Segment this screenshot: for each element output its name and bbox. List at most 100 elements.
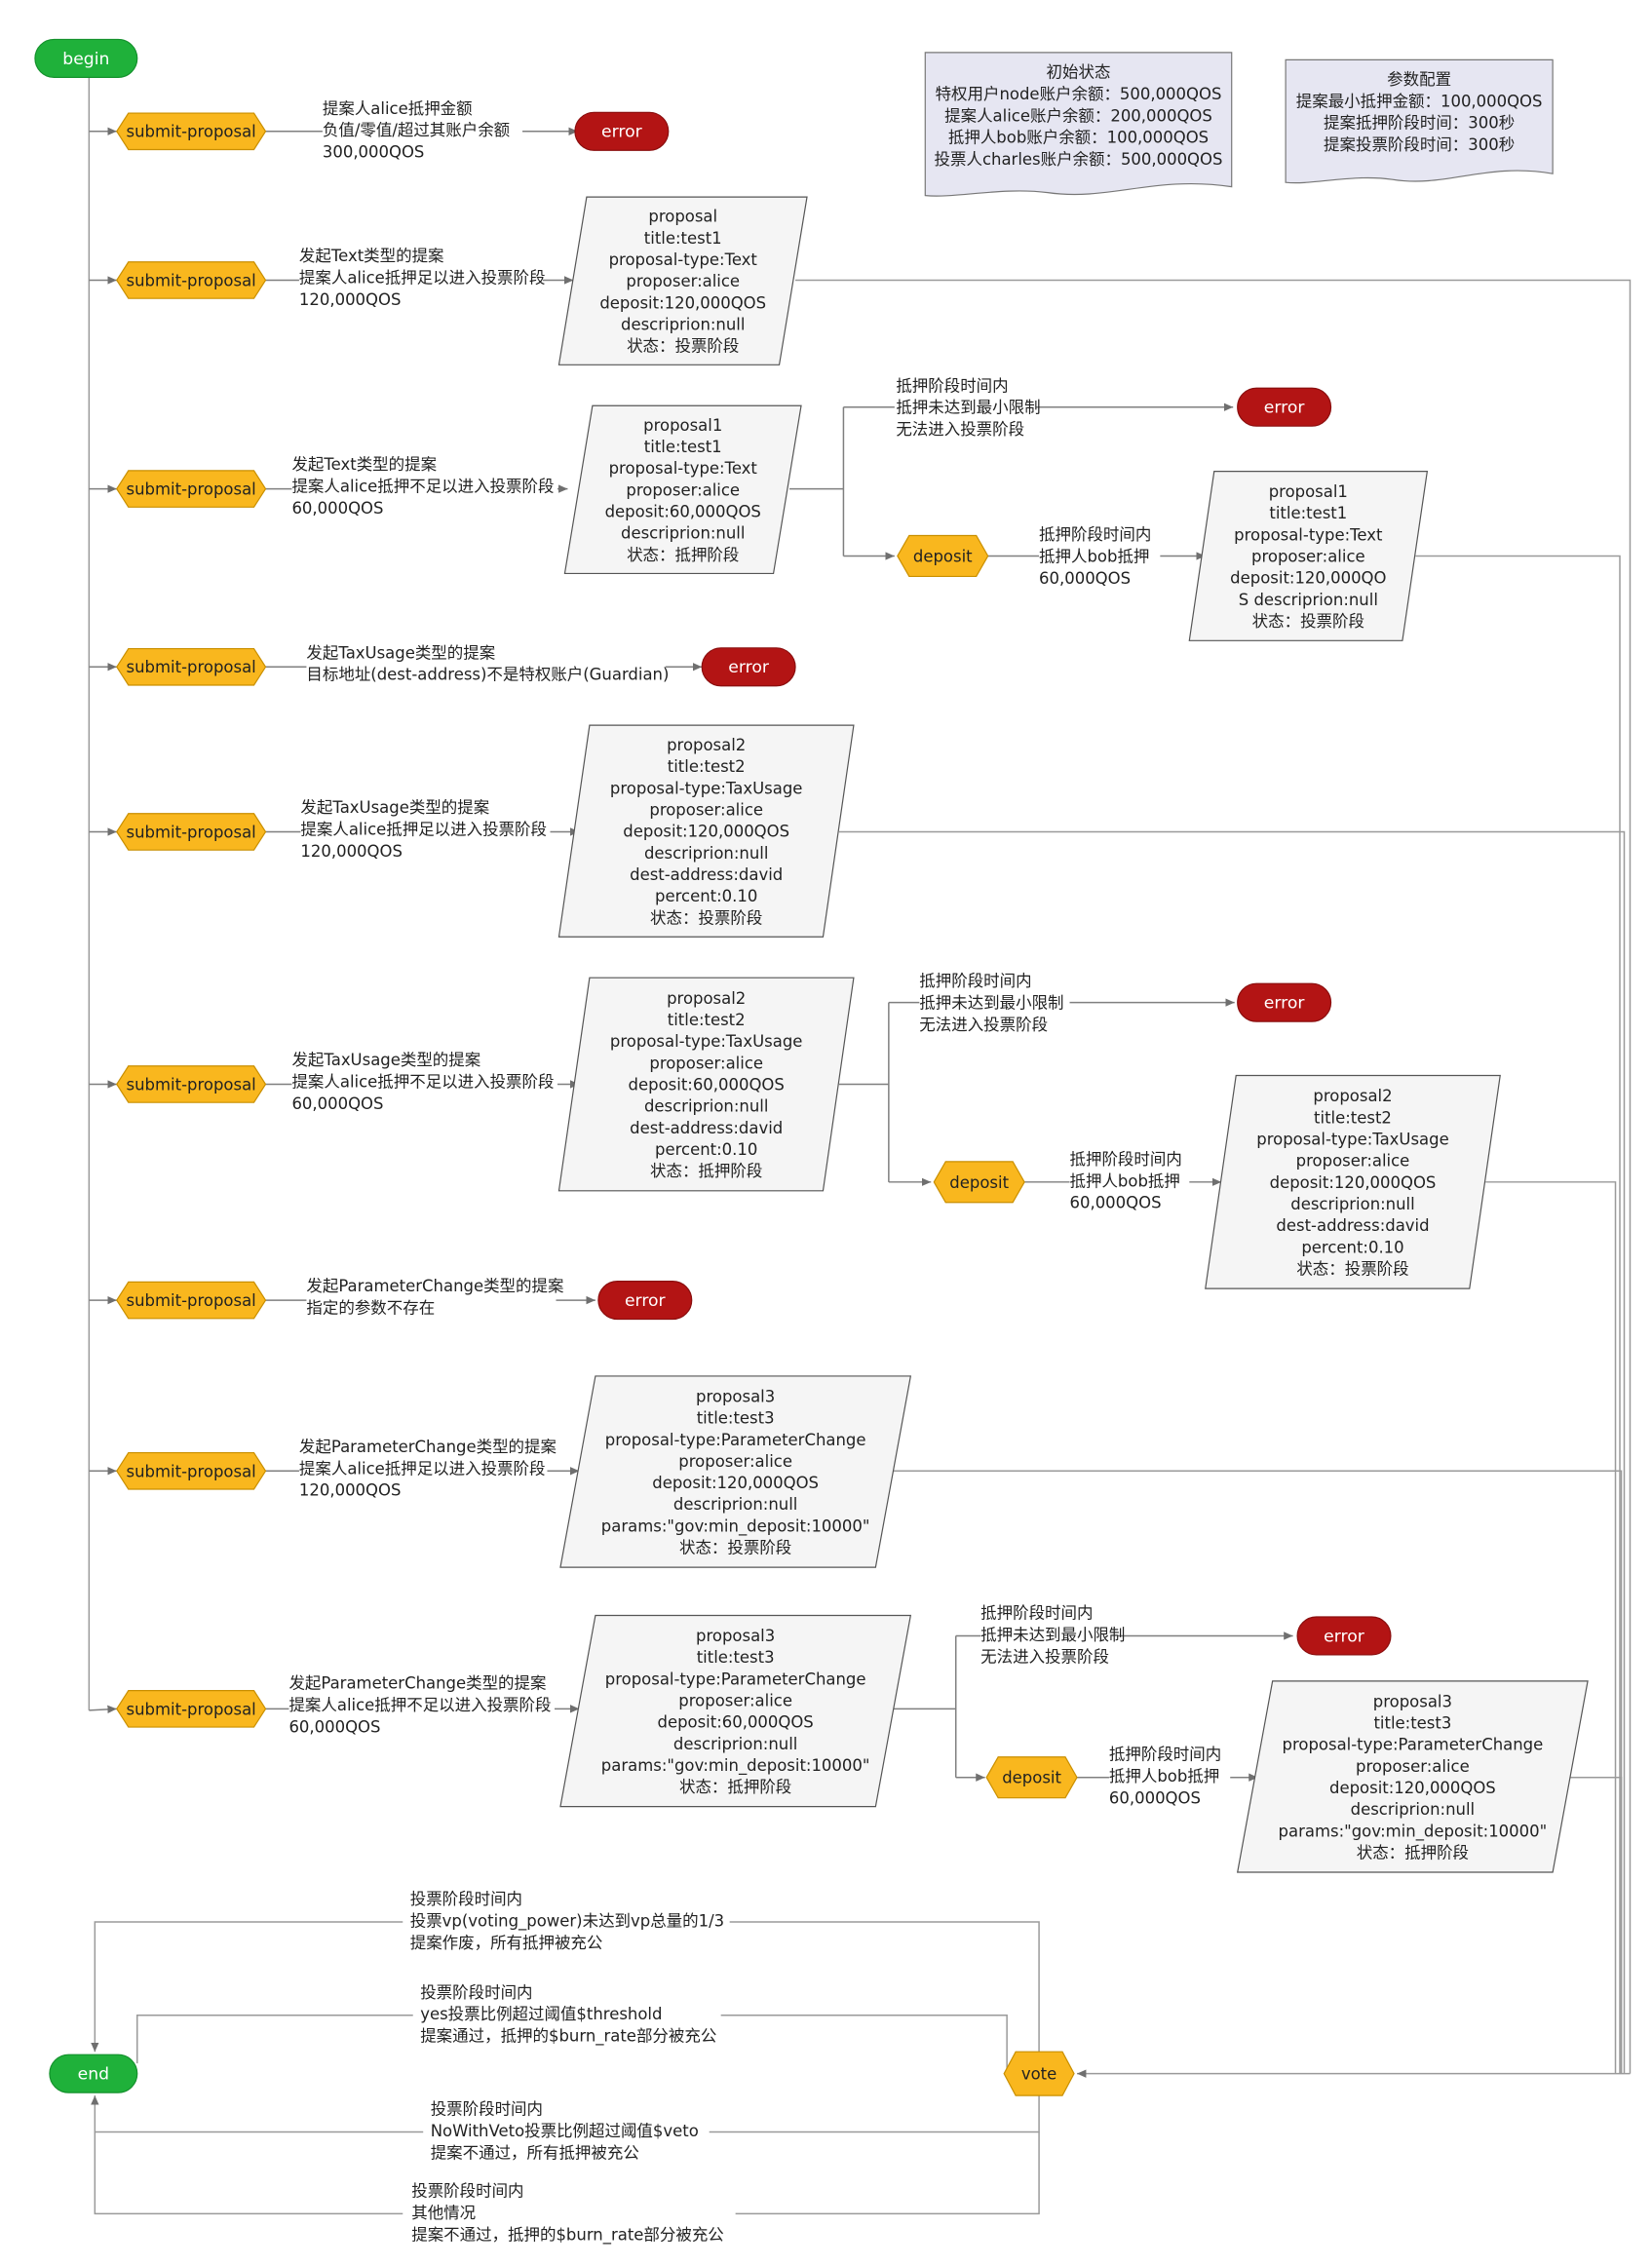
label-7: 发起ParameterChange类型的提案指定的参数不存在: [306, 1277, 563, 1317]
text-line: proposal3: [696, 1627, 775, 1645]
text-line: 300,000QOS: [323, 143, 424, 162]
proposal-param-insufficient: [559, 1614, 912, 1808]
proposal-text-insufficient: [563, 404, 802, 575]
text-line: 抵押阶段时间内: [1070, 1150, 1182, 1169]
outcome-3-edge: [91, 2095, 424, 2133]
text-line: 状态：抵押阶段: [650, 1162, 762, 1180]
text-line: 状态：投票阶段: [679, 1539, 791, 1557]
deposit-6-label: deposit: [949, 1173, 1009, 1192]
to-vote-line-4: [1485, 1181, 1617, 2074]
text-line: title:test3: [1373, 1714, 1451, 1733]
text-line: 状态：投票阶段: [650, 908, 762, 927]
error-3-label: error: [1264, 399, 1306, 418]
submit-proposal-3: [116, 470, 267, 508]
error-1: [574, 111, 670, 151]
text-line: 抵押阶段时间内: [980, 1604, 1093, 1623]
begin-terminal: [34, 38, 138, 78]
text-line: params:"gov:min_deposit:10000": [601, 1516, 870, 1536]
text-line: 提案通过，抵押的$burn_rate部分被充公: [420, 2027, 716, 2047]
text-line: 目标地址(dest-address)不是特权账户(Guardian): [306, 666, 669, 684]
submit-proposal-9: [116, 1690, 267, 1728]
proposal-text-result: [1188, 471, 1429, 641]
text-line: 抵押人bob账户余额：100,000QOS: [948, 129, 1209, 147]
text-line: proposal: [648, 208, 717, 226]
text-line: 负值/零值/超过其账户余额: [323, 121, 510, 139]
text-line: 60,000QOS: [291, 1094, 383, 1113]
text-line: 120,000QOS: [300, 842, 402, 861]
outcome-4-label: 投票阶段时间内其他情况提案不通过，抵押的$burn_rate部分被充公: [411, 2181, 724, 2245]
text-line: descriprion:null: [621, 316, 745, 334]
text-line: descriprion:null: [1351, 1800, 1475, 1819]
to-vote-line-6: [1570, 1776, 1623, 2074]
text-line: 抵押未达到最小限制: [896, 399, 1040, 417]
deposit-9-label: deposit: [1002, 1769, 1061, 1787]
text-line: 抵押阶段时间内: [919, 972, 1031, 990]
fail-label-9: 抵押阶段时间内抵押未达到最小限制无法进入投票阶段: [980, 1604, 1125, 1667]
text-line: percent:0.10: [655, 1140, 757, 1159]
text-line: 发起TaxUsage类型的提案: [306, 643, 495, 662]
text-line: 提案投票阶段时间：300秒: [1324, 135, 1515, 154]
text-line: 发起TaxUsage类型的提案: [300, 798, 489, 817]
params-note: [1285, 58, 1554, 184]
text-line: dest-address:david: [630, 865, 783, 884]
text-line: 提案人alice抵押足以进入投票阶段: [299, 268, 546, 287]
text-line: 投票阶段时间内: [410, 1890, 522, 1908]
connector: [735, 2131, 1040, 2215]
text-line: deposit:120,000QOS: [623, 823, 789, 841]
text-line: 抵押人bob抵押: [1039, 547, 1149, 565]
error-3: [1237, 387, 1332, 427]
text-line: dest-address:david: [630, 1119, 783, 1137]
to-vote-line-3: [838, 830, 1626, 2074]
to-vote-line-2: [1415, 555, 1621, 2074]
text-line: descriprion:null: [644, 844, 768, 863]
text-line: 发起ParameterChange类型的提案: [299, 1438, 557, 1456]
label-4: 发起TaxUsage类型的提案目标地址(dest-address)不是特权账户(…: [306, 643, 669, 683]
text-line: deposit:60,000QOS: [605, 502, 761, 520]
error-4: [701, 647, 796, 687]
text-line: proposal1: [1269, 482, 1348, 501]
text-line: 发起Text类型的提案: [291, 455, 437, 474]
text-line: 60,000QOS: [291, 499, 383, 518]
text-line: proposal-type:TaxUsage: [1256, 1130, 1448, 1148]
connector: [720, 2015, 1008, 2074]
text-line: descriprion:null: [644, 1097, 768, 1116]
error-6: [1237, 982, 1332, 1022]
text-line: 抵押未达到最小限制: [980, 1626, 1125, 1644]
text-line: yes投票比例超过阈值$threshold: [420, 2005, 662, 2023]
text-line: descriprion:null: [673, 1735, 797, 1753]
text-line: 提案人alice账户余额：200,000QOS: [944, 106, 1212, 125]
text-line: 抵押阶段时间内: [1039, 525, 1151, 544]
text-line: 初始状态: [1047, 62, 1111, 81]
fail-label-3: 抵押阶段时间内抵押未达到最小限制无法进入投票阶段: [896, 376, 1040, 439]
text-line: 状态：投票阶段: [627, 337, 739, 356]
submit-proposal-4: [116, 647, 267, 686]
text-line: 无法进入投票阶段: [980, 1647, 1109, 1666]
vote-node-label: vote: [1021, 2065, 1057, 2084]
submit-proposal-1: [116, 112, 267, 151]
text-line: 特权用户node账户余额：500,000QOS: [936, 85, 1222, 103]
error-1-label: error: [601, 123, 643, 142]
text-line: 状态：抵押阶段: [627, 546, 739, 564]
text-line: 投票阶段时间内: [431, 2100, 543, 2119]
text-line: 60,000QOS: [1070, 1194, 1162, 1212]
text-line: 抵押阶段时间内: [896, 376, 1008, 395]
fail-label-6: 抵押阶段时间内抵押未达到最小限制无法进入投票阶段: [919, 972, 1063, 1034]
text-line: 提案不通过，所有抵押被充公: [431, 2144, 639, 2163]
submit-proposal-4-label: submit-proposal: [127, 658, 256, 676]
text-line: deposit:120,000QOS: [1329, 1779, 1496, 1797]
outcome-4-edge: [94, 2131, 403, 2215]
text-line: 状态：投票阶段: [1252, 612, 1364, 631]
text-line: proposal2: [667, 736, 746, 754]
text-line: 抵押人bob抵押: [1109, 1767, 1219, 1785]
text-line: proposal-type:ParameterChange: [1283, 1736, 1544, 1754]
text-line: proposer:alice: [626, 272, 740, 290]
text-line: proposal-type:TaxUsage: [610, 1032, 802, 1051]
